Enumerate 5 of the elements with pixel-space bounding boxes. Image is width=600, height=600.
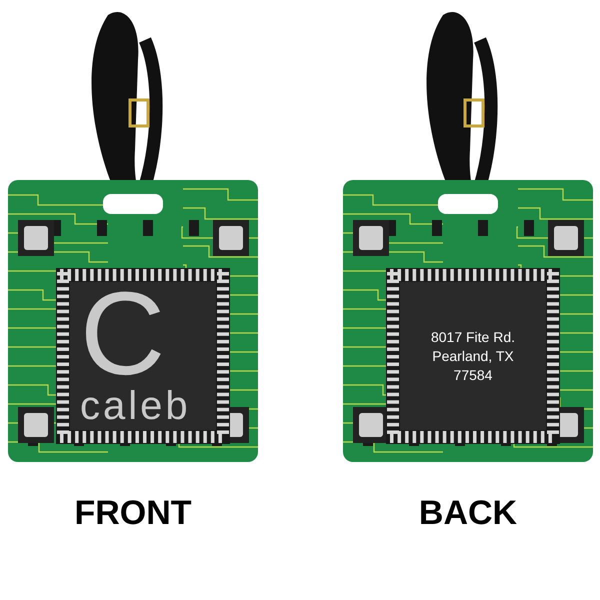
name-text: caleb <box>80 384 191 428</box>
side-caption: FRONT <box>73 494 193 533</box>
address-text: 8017 Fite Rd. Pearland, TX 77584 <box>430 328 516 384</box>
monogram-letter: C <box>80 284 166 384</box>
side-caption: BACK <box>418 494 518 533</box>
